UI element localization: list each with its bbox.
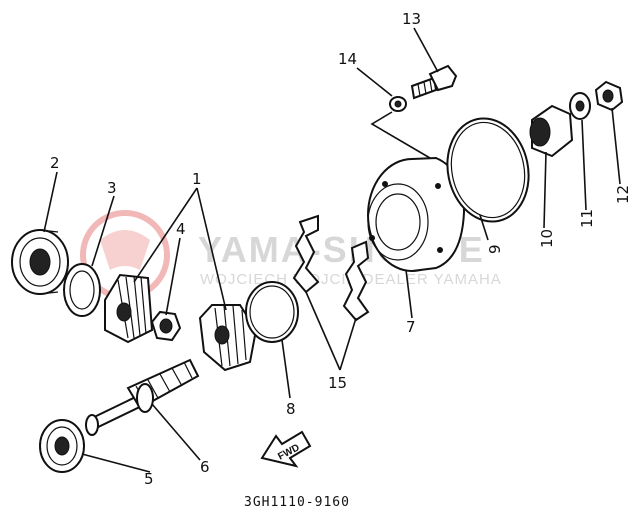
part-washer-14 [389, 96, 407, 112]
callout-3: 3 [107, 179, 117, 197]
callout-2: 2 [50, 154, 60, 172]
callout-11: 11 [578, 209, 596, 228]
callout-1: 1 [192, 170, 202, 188]
part-nut-12 [594, 80, 624, 112]
callout-7: 7 [406, 318, 416, 336]
fwd-arrow-icon: FWD [260, 430, 312, 468]
part-code: 3GH1110-9160 [244, 495, 350, 510]
callout-4: 4 [176, 220, 186, 238]
part-shaft-6 [85, 358, 200, 436]
part-collar-10 [529, 104, 574, 158]
part-o-ring-8 [245, 281, 299, 343]
part-bearing-5 [39, 419, 85, 473]
leader-lines [43, 27, 621, 473]
part-nut-4 [150, 310, 182, 342]
callout-12: 12 [614, 185, 632, 204]
part-bevel-gear-1b [198, 304, 258, 372]
part-bevel-gear-1a [104, 273, 154, 344]
callout-numbers: 1 2 3 4 5 6 7 8 9 10 11 12 13 14 15 [50, 10, 632, 488]
callout-6: 6 [200, 458, 210, 476]
callout-9: 9 [486, 244, 504, 254]
callout-10: 10 [538, 229, 556, 248]
callout-5: 5 [144, 470, 154, 488]
callout-8: 8 [286, 400, 296, 418]
callout-13: 13 [402, 10, 421, 28]
part-washer-11 [569, 92, 591, 120]
part-o-ring-9 [446, 117, 530, 223]
part-clips-15 [292, 214, 370, 322]
part-bearing-2 [11, 229, 69, 295]
callout-14: 14 [338, 50, 357, 68]
callout-15: 15 [328, 374, 347, 392]
part-bolt-13 [410, 64, 458, 100]
part-shim-3 [63, 263, 101, 317]
